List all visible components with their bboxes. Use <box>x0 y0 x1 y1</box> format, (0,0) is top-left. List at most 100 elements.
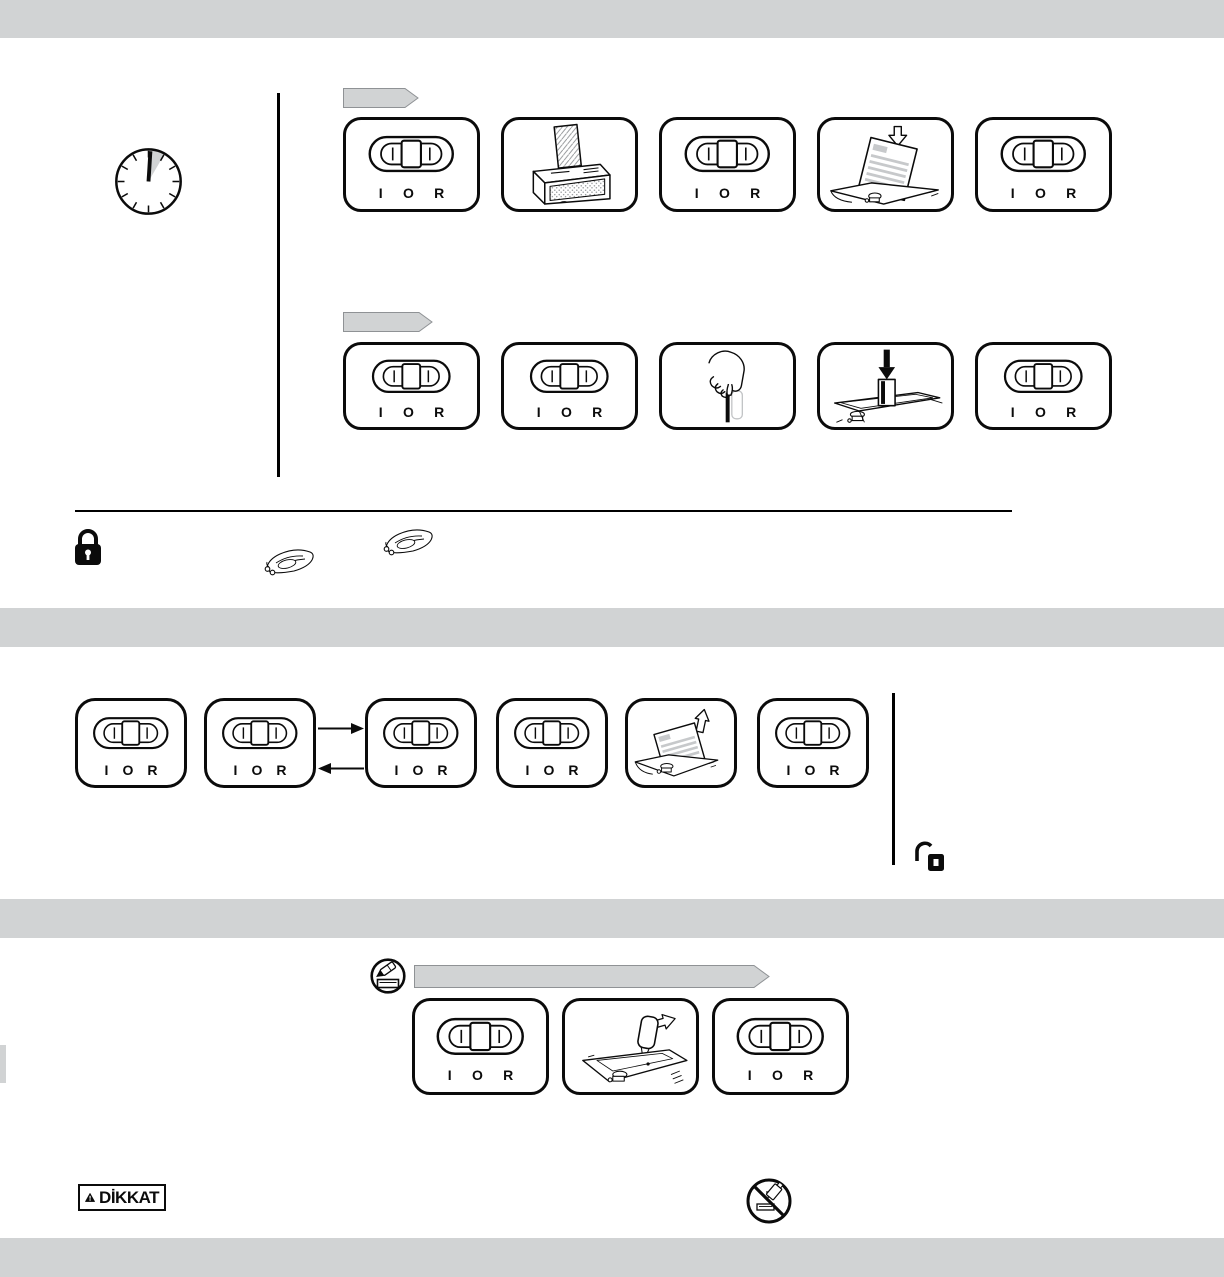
switch-label-r: R <box>437 761 448 778</box>
section-divider-vertical-middle <box>892 693 895 865</box>
clock-icon <box>115 148 182 215</box>
switch-label-i: I <box>536 404 541 421</box>
warning-box: DİKKAT <box>78 1184 166 1211</box>
switch-label-i: I <box>1010 404 1015 421</box>
section-divider-horizontal <box>75 510 1012 512</box>
power-switch-graphic <box>530 359 609 393</box>
switch-labels: I O R <box>379 186 445 200</box>
switch-label-o: O <box>771 1067 783 1084</box>
switch-panel-tile: I O R <box>659 117 796 212</box>
switch-label-i: I <box>104 761 109 778</box>
warning-triangle-icon <box>85 1193 95 1202</box>
switch-panel-tile: I O R <box>975 117 1112 212</box>
card-insert-illustration-tile <box>817 342 954 430</box>
switch-panel-tile: I O R <box>496 698 608 788</box>
no-spray-prohibition-icon <box>746 1178 792 1224</box>
switch-label-o: O <box>402 184 414 201</box>
switch-labels: I O R <box>748 1068 814 1082</box>
switch-label-r: R <box>750 184 761 201</box>
shredder-head-part-drawing <box>383 529 433 556</box>
power-switch-graphic <box>93 717 169 750</box>
shredder-feed-illustration-tile <box>501 117 638 212</box>
switch-label-r: R <box>503 1067 514 1084</box>
switch-label-i: I <box>1010 184 1015 201</box>
switch-panel-tile: I O R <box>343 342 480 430</box>
switch-label-o: O <box>560 404 572 421</box>
switch-label-i: I <box>378 184 383 201</box>
switch-label-i: I <box>378 404 383 421</box>
hand-pull-illustration <box>707 350 745 423</box>
power-switch-graphic <box>222 717 298 750</box>
paper-insert-illustration <box>829 125 939 205</box>
power-switch-graphic <box>383 717 459 750</box>
switch-label-i: I <box>233 761 238 778</box>
switch-label-o: O <box>1034 404 1046 421</box>
switch-labels: I O R <box>695 186 761 200</box>
switch-label-r: R <box>434 404 445 421</box>
switch-labels: I O R <box>395 763 448 777</box>
switch-labels: I O R <box>1011 405 1077 419</box>
power-switch-graphic <box>372 359 451 393</box>
switch-label-i: I <box>747 1067 752 1084</box>
switch-labels: I O R <box>787 763 840 777</box>
power-switch-graphic <box>736 1017 825 1055</box>
middle-gray-band-1 <box>0 608 1224 647</box>
switch-label-i: I <box>786 761 791 778</box>
switch-label-o: O <box>122 761 134 778</box>
oil-apply-illustration <box>581 1013 688 1084</box>
power-switch-graphic <box>1000 136 1087 173</box>
switch-labels: I O R <box>1011 186 1077 200</box>
paper-insert-illustration-tile <box>817 117 954 212</box>
gray-step-arrow-icon <box>343 312 433 332</box>
power-switch-graphic <box>684 136 771 173</box>
switch-panel-tile: I O R <box>757 698 869 788</box>
power-switch-graphic <box>368 136 455 173</box>
switch-label-o: O <box>402 404 414 421</box>
switch-label-r: R <box>592 404 603 421</box>
warning-label: DİKKAT <box>99 1187 159 1207</box>
shredder-feed-illustration <box>532 123 611 205</box>
switch-panel-tile: I O R <box>204 698 316 788</box>
lock-open-icon <box>915 841 944 871</box>
switch-label-r: R <box>829 761 840 778</box>
switch-label-o: O <box>543 761 555 778</box>
hand-pull-illustration-tile <box>659 342 796 430</box>
gray-step-arrow-icon <box>343 88 419 108</box>
switch-label-i: I <box>694 184 699 201</box>
switch-label-r: R <box>276 761 287 778</box>
power-switch-graphic <box>436 1017 525 1055</box>
page-edge-marker <box>0 1045 6 1083</box>
switch-label-r: R <box>1066 404 1077 421</box>
switch-panel-tile: I O R <box>343 117 480 212</box>
paper-remove-illustration-tile <box>625 698 737 788</box>
switch-labels: I O R <box>526 763 579 777</box>
switch-label-o: O <box>412 761 424 778</box>
oil-pen-circle-icon <box>370 958 406 994</box>
card-insert-illustration <box>833 350 943 424</box>
switch-panel-tile: I O R <box>365 698 477 788</box>
lock-closed-icon <box>75 529 101 565</box>
switch-label-o: O <box>718 184 730 201</box>
middle-gray-band-2 <box>0 899 1224 938</box>
switch-labels: I O R <box>105 763 158 777</box>
switch-panel-tile: I O R <box>75 698 187 788</box>
switch-label-o: O <box>1034 184 1046 201</box>
switch-label-r: R <box>803 1067 814 1084</box>
switch-label-o: O <box>251 761 263 778</box>
power-switch-graphic <box>514 717 590 750</box>
power-switch-graphic <box>775 717 851 750</box>
switch-labels: I O R <box>234 763 287 777</box>
switch-label-i: I <box>525 761 530 778</box>
top-gray-band <box>0 0 1224 38</box>
switch-panel-tile: I O R <box>975 342 1112 430</box>
gray-step-arrow-icon <box>414 965 770 988</box>
switch-label-o: O <box>471 1067 483 1084</box>
switch-labels: I O R <box>379 405 445 419</box>
switch-label-r: R <box>568 761 579 778</box>
switch-label-i: I <box>447 1067 452 1084</box>
power-switch-graphic <box>1004 359 1083 393</box>
switch-label-r: R <box>1066 184 1077 201</box>
switch-panel-tile: I O R <box>712 998 849 1095</box>
switch-panel-tile: I O R <box>412 998 549 1095</box>
